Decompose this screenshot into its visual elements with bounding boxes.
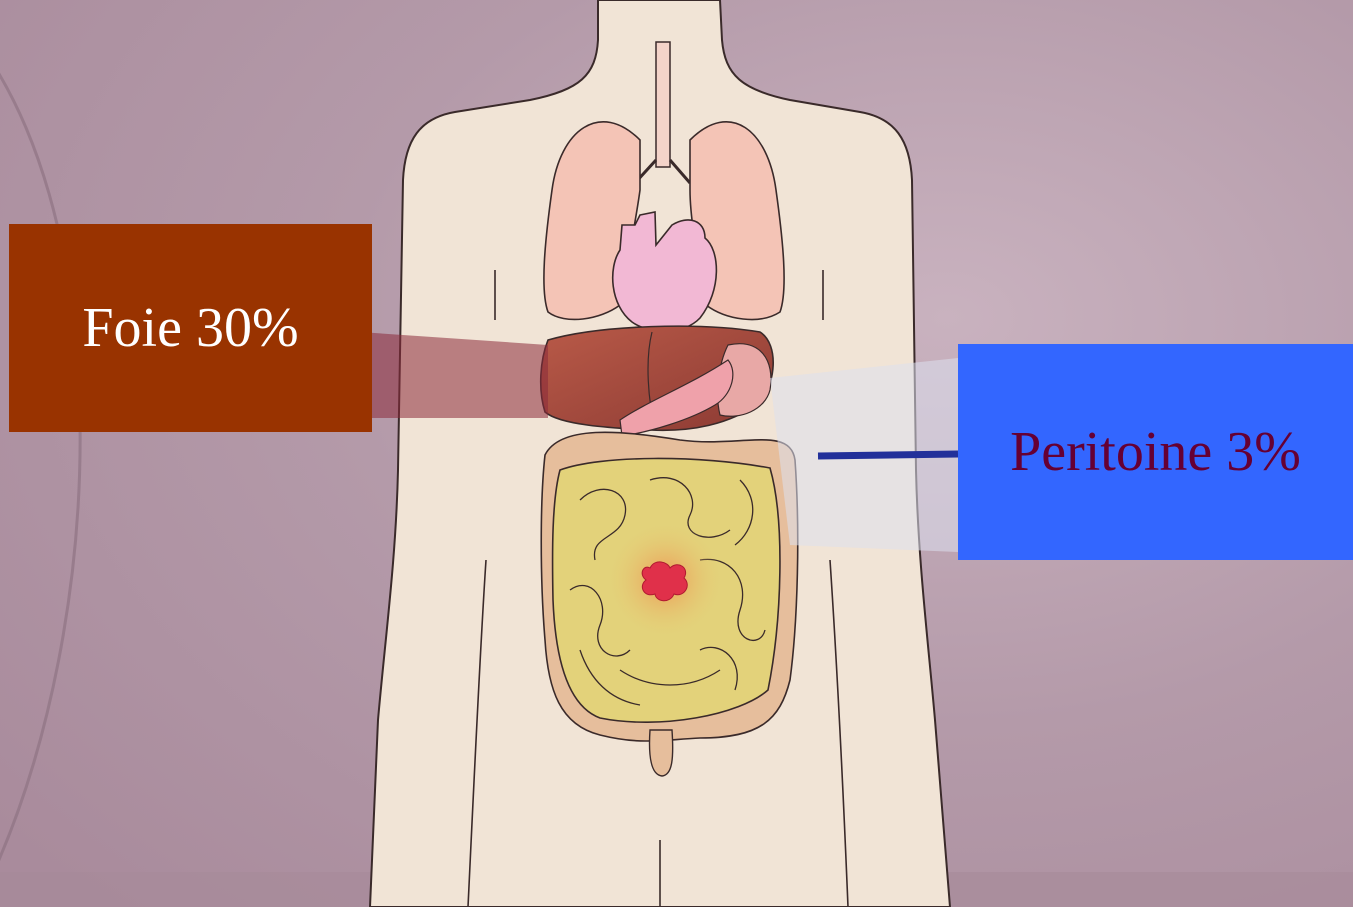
peritoneum-pointer (818, 454, 958, 456)
liver-connector (360, 332, 548, 418)
liver-callout-label: Foie 30% (82, 296, 298, 360)
rectum (650, 730, 673, 776)
liver-callout: Foie 30% (9, 224, 372, 432)
peritoneum-callout: Peritoine 3% (958, 344, 1353, 560)
peritoneum-callout-label: Peritoine 3% (1010, 420, 1301, 484)
trachea (656, 42, 670, 167)
